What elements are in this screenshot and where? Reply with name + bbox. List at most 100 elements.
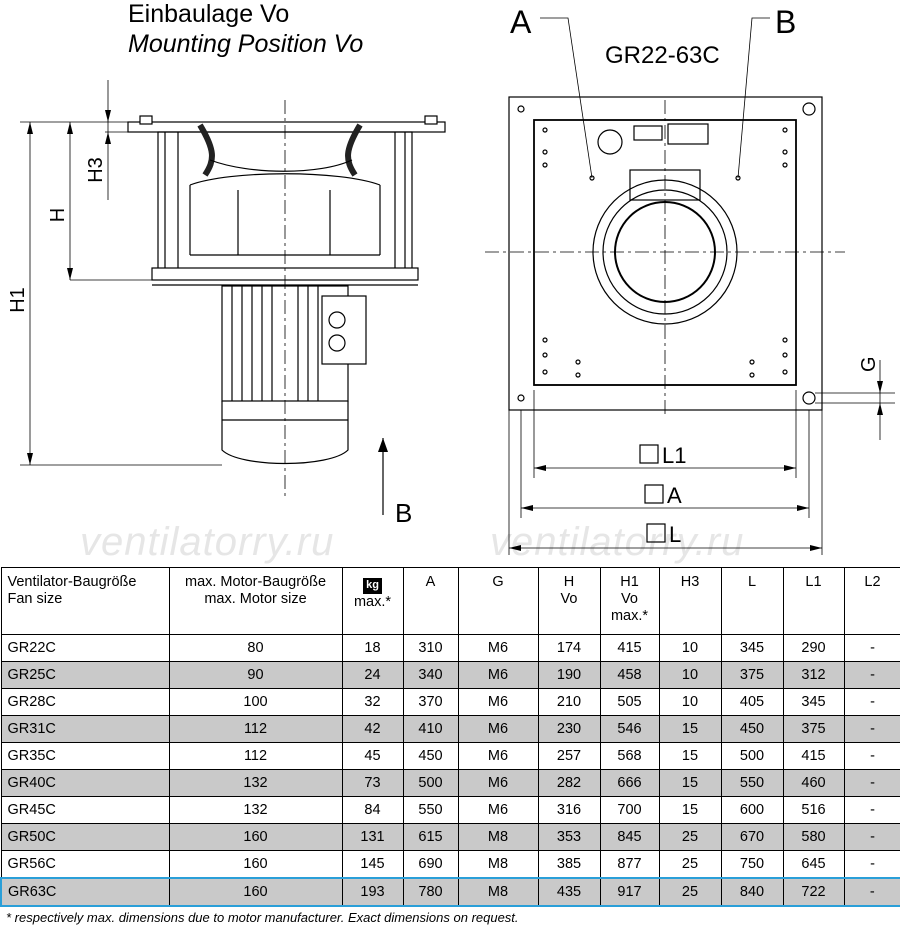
cell-h: 385 [537,850,601,879]
cell-l: 500 [720,742,784,770]
cell-weight: 145 [341,850,404,879]
cell-h: 435 [537,877,601,907]
cell-motor: 160 [168,823,343,851]
header-a: A [402,567,459,635]
cell-fan: GR63C [0,877,170,907]
cell-motor: 80 [168,634,343,662]
cell-h1: 917 [599,877,660,907]
cell-h1: 700 [599,796,660,824]
cell-fan: GR25C [0,661,170,689]
cell-weight: 32 [341,688,404,716]
cell-l1: 375 [782,715,845,743]
cell-g: M8 [457,877,539,907]
cell-weight: 24 [341,661,404,689]
cell-l2: - [843,661,900,689]
header-l2: L2 [843,567,900,635]
cell-h3: 10 [658,661,722,689]
label-h3: H3 [85,157,107,183]
cell-l2: - [843,850,900,879]
cell-l1: 312 [782,661,845,689]
cell-g: M6 [457,742,539,770]
cell-h: 257 [537,742,601,770]
watermark-left: ventilatorry.ru [80,520,335,564]
cell-l1: 516 [782,796,845,824]
label-h: H [47,208,69,222]
header-h3: H3 [658,567,722,635]
cell-h3: 15 [658,796,722,824]
label-a-dim: A [667,483,682,508]
cell-g: M6 [457,796,539,824]
cell-weight: 42 [341,715,404,743]
cell-weight: 131 [341,823,404,851]
label-g: G [858,356,880,372]
cell-l: 375 [720,661,784,689]
cell-motor: 132 [168,796,343,824]
cell-fan: GR35C [0,742,170,770]
cell-h3: 25 [658,823,722,851]
cell-h: 282 [537,769,601,797]
label-a-top: A [510,4,532,40]
cell-fan: GR22C [0,634,170,662]
cell-h: 190 [537,661,601,689]
cell-a: 780 [402,877,459,907]
cell-l: 840 [720,877,784,907]
cell-a: 370 [402,688,459,716]
cell-weight: 45 [341,742,404,770]
cell-weight: 18 [341,634,404,662]
cell-g: M6 [457,769,539,797]
cell-h3: 15 [658,742,722,770]
cell-a: 450 [402,742,459,770]
cell-h1: 415 [599,634,660,662]
cell-h3: 25 [658,877,722,907]
cell-l1: 415 [782,742,845,770]
top-arrowheads [509,381,883,551]
cell-l1: 645 [782,850,845,879]
title-english: Mounting Position Vo [128,30,364,58]
cell-a: 690 [402,850,459,879]
label-l: L [669,522,681,547]
cell-l: 405 [720,688,784,716]
cell-g: M8 [457,823,539,851]
label-h1: H1 [7,287,29,313]
cell-fan: GR40C [0,769,170,797]
cell-l2: - [843,742,900,770]
cell-g: M6 [457,661,539,689]
header-l1: L1 [782,567,845,635]
cell-l2: - [843,634,900,662]
technical-drawing: H1 H H3 B [7,4,895,555]
cell-weight: 73 [341,769,404,797]
cell-l: 750 [720,850,784,879]
cell-a: 615 [402,823,459,851]
title-german: Einbaulage Vo [128,0,290,28]
cell-motor: 112 [168,715,343,743]
cell-g: M6 [457,715,539,743]
cell-fan: GR31C [0,715,170,743]
cell-a: 310 [402,634,459,662]
cell-fan: GR56C [0,850,170,879]
cell-a: 500 [402,769,459,797]
cell-h: 174 [537,634,601,662]
top-view [485,17,895,555]
cell-motor: 132 [168,769,343,797]
cell-weight: 193 [341,877,404,907]
cell-l2: - [843,715,900,743]
cell-g: M6 [457,634,539,662]
cell-h: 230 [537,715,601,743]
cell-l: 450 [720,715,784,743]
cell-fan: GR45C [0,796,170,824]
cell-h1: 546 [599,715,660,743]
